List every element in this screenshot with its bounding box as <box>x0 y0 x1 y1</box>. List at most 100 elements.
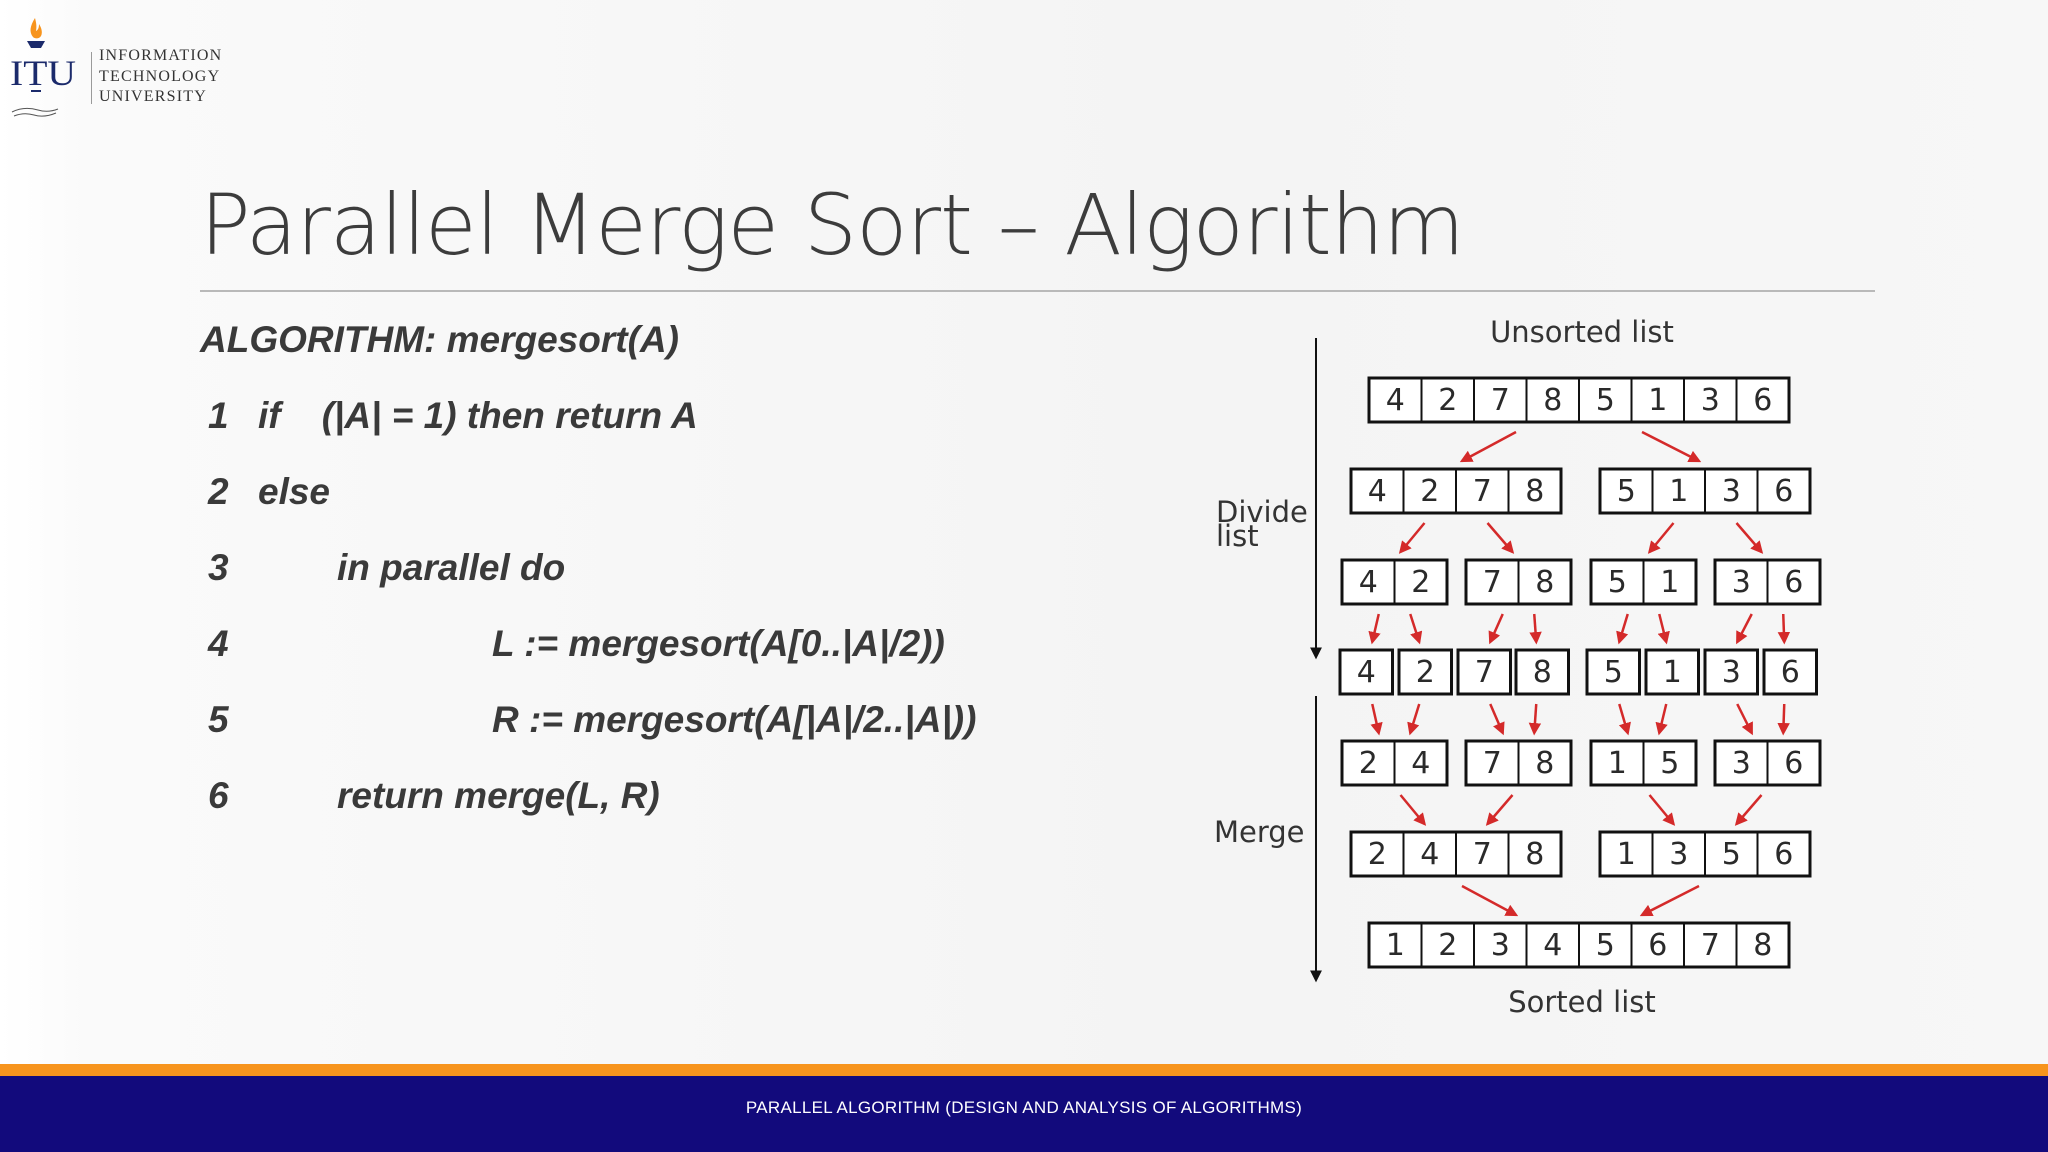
cell-value: 5 <box>1617 474 1636 509</box>
line-number: 2 <box>208 471 229 512</box>
cell-value: 5 <box>1596 383 1615 418</box>
flow-arrow <box>1528 703 1542 736</box>
list-segment: 7 <box>1456 648 1512 696</box>
cell-value: 1 <box>1386 928 1405 963</box>
sorted-list-label: Sorted list <box>1508 985 1656 1019</box>
flow-arrow <box>1736 703 1753 736</box>
divide-label: Divide <box>1216 495 1308 529</box>
flow-arrow <box>1488 613 1504 645</box>
cell-value: 4 <box>1386 383 1405 418</box>
flow-arrow <box>1398 522 1426 554</box>
cell-value: 8 <box>1525 474 1544 509</box>
cell-value: 1 <box>1608 746 1627 781</box>
cell-value: 8 <box>1533 655 1552 690</box>
footer-accent-stripe <box>0 1064 2048 1076</box>
cell-value: 1 <box>1617 837 1636 872</box>
segment-box <box>1514 648 1570 696</box>
segment-box <box>1644 648 1700 696</box>
cell-value: 5 <box>1608 565 1627 600</box>
cell-value: 1 <box>1660 565 1679 600</box>
cell-value: 2 <box>1368 837 1387 872</box>
logo-line-2: TECHNOLOGY <box>99 67 221 85</box>
segment-box <box>1762 648 1818 696</box>
cell-value: 4 <box>1420 837 1439 872</box>
cell-value: 8 <box>1535 746 1554 781</box>
cell-value: 3 <box>1491 928 1510 963</box>
cell-value: 6 <box>1753 383 1772 418</box>
cell-value: 6 <box>1774 837 1793 872</box>
divide-label-2: list <box>1216 519 1259 553</box>
diagram-arrows <box>1368 430 1791 917</box>
cell-value: 7 <box>1475 655 1494 690</box>
cell-value: 2 <box>1438 383 1457 418</box>
segment-box <box>1703 648 1759 696</box>
flow-arrow <box>1489 703 1505 736</box>
unsorted-list-label: Unsorted list <box>1490 315 1674 349</box>
cell-value: 1 <box>1669 474 1688 509</box>
cell-value: 3 <box>1732 565 1751 600</box>
segment-box <box>1456 648 1512 696</box>
cell-value: 7 <box>1483 565 1502 600</box>
cell-value: 8 <box>1525 837 1544 872</box>
cell-value: 3 <box>1701 383 1720 418</box>
cell-value: 2 <box>1359 746 1378 781</box>
logo-wordmark: INFORMATION TECHNOLOGY UNIVERSITY <box>99 46 222 108</box>
segment-box <box>1585 648 1641 696</box>
cell-value: 3 <box>1669 837 1688 872</box>
cell-value: 2 <box>1416 655 1435 690</box>
cell-value: 3 <box>1732 746 1751 781</box>
line-code: if (|A| = 1) then return A <box>258 395 698 436</box>
list-segment: 2 <box>1397 648 1453 696</box>
flow-arrow <box>1618 703 1631 736</box>
flow-arrow <box>1735 522 1764 554</box>
line-number: 5 <box>208 699 229 740</box>
logo-line-1: INFORMATION <box>99 47 223 64</box>
line-number: 3 <box>208 547 229 588</box>
line-code: L := mergesort(A[0..|A|/2)) <box>492 623 945 664</box>
cell-value: 8 <box>1543 383 1562 418</box>
flow-arrow <box>1407 703 1421 736</box>
cell-value: 2 <box>1438 928 1457 963</box>
list-segment: 6 <box>1762 648 1818 696</box>
cell-value: 6 <box>1648 928 1667 963</box>
merge-label: Merge <box>1214 815 1305 849</box>
flow-arrow <box>1641 430 1702 463</box>
flow-arrow <box>1734 794 1763 826</box>
flow-arrow <box>1529 613 1542 645</box>
cell-value: 3 <box>1722 474 1741 509</box>
list-segment: 4 <box>1338 648 1394 696</box>
line-number: 6 <box>208 775 229 816</box>
cell-value: 1 <box>1663 655 1682 690</box>
logo-line-3: UNIVERSITY <box>99 88 207 105</box>
footer-bar <box>0 1076 2048 1152</box>
cell-value: 5 <box>1596 928 1615 963</box>
logo-divider <box>91 52 92 104</box>
cell-value: 8 <box>1753 928 1772 963</box>
cell-value: 6 <box>1774 474 1793 509</box>
cell-value: 4 <box>1357 655 1376 690</box>
cell-value: 4 <box>1368 474 1387 509</box>
flow-arrow <box>1461 884 1519 917</box>
cell-value: 7 <box>1491 383 1510 418</box>
cell-value: 7 <box>1701 928 1720 963</box>
footer-text: PARALLEL ALGORITHM (DESIGN AND ANALYSIS … <box>745 1098 1303 1117</box>
segment-box <box>1397 648 1453 696</box>
cell-value: 5 <box>1604 655 1623 690</box>
line-code: else <box>258 471 331 512</box>
cell-value: 7 <box>1473 837 1492 872</box>
segment-box <box>1338 648 1394 696</box>
university-logo: ITU INFORMATION TECHNOLOGY UNIVERSITY <box>8 8 228 123</box>
cell-value: 6 <box>1781 655 1800 690</box>
